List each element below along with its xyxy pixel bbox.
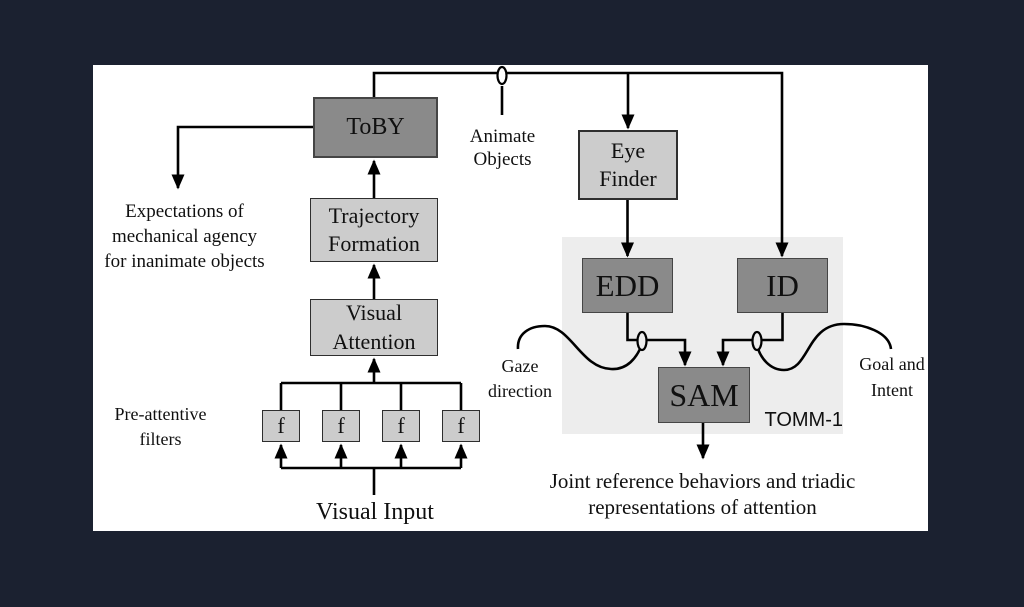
visual-input-label: Visual Input xyxy=(316,499,434,525)
trajectory-label-line1: Trajectory xyxy=(328,202,420,228)
goal-and-intent-line1: Goal and xyxy=(859,354,925,374)
trajectory-formation-box: Trajectory Formation xyxy=(310,198,438,262)
expectations-line2: mechanical agency xyxy=(111,226,258,247)
toby-box: ToBY xyxy=(313,97,438,158)
filter-label: f xyxy=(337,412,345,438)
arrow-edd-to-sam xyxy=(626,313,692,367)
pre-attentive-line1: Pre-attentive xyxy=(114,404,207,424)
gaze-direction-curve xyxy=(516,324,644,371)
goal-and-intent-label: Goal and Intent xyxy=(845,351,928,403)
animate-objects-loop xyxy=(496,65,508,86)
edd-label: EDD xyxy=(595,267,660,303)
sam-box: SAM xyxy=(658,367,750,423)
pre-attentive-filters-label: Pre-attentive filters xyxy=(103,402,218,452)
goal-and-intent-line2: Intent xyxy=(871,380,913,400)
filter-label: f xyxy=(397,412,405,438)
visual-attention-box: Visual Attention xyxy=(310,299,438,356)
id-box: ID xyxy=(737,258,828,313)
expectations-label: Expectations of mechanical agency for in… xyxy=(93,199,276,274)
eye-finder-label-line2: Finder xyxy=(599,166,657,191)
filter-label: f xyxy=(277,412,285,438)
output-caption-line1: Joint reference behaviors and triadic xyxy=(549,469,856,493)
visual-attention-label-line2: Attention xyxy=(332,328,416,354)
filter-box-4: f xyxy=(442,410,480,442)
filter-box-2: f xyxy=(322,410,360,442)
goal-junction-loop xyxy=(751,330,763,352)
sam-label: SAM xyxy=(669,376,739,413)
tomm-region-label: TOMM-1 xyxy=(764,409,843,431)
output-caption-label: Joint reference behaviors and triadic re… xyxy=(515,468,890,520)
filter-box-1: f xyxy=(262,410,300,442)
toby-label: ToBY xyxy=(346,114,405,141)
visual-attention-label-line1: Visual xyxy=(345,300,403,326)
goal-intent-curve xyxy=(755,322,893,372)
trajectory-label-line2: Formation xyxy=(328,231,420,256)
output-caption-line2: representations of attention xyxy=(588,495,817,519)
animate-objects-label: Animate Objects xyxy=(460,125,545,171)
filter-box-3: f xyxy=(382,410,420,442)
expectations-line3: for inanimate objects xyxy=(104,251,265,272)
filter-label: f xyxy=(457,412,465,438)
arrow-toby-to-id xyxy=(372,71,789,258)
gaze-direction-line1: Gaze xyxy=(501,356,539,376)
arrow-toby-to-expectations xyxy=(171,125,313,190)
animate-objects-line2: Objects xyxy=(473,149,532,170)
gaze-direction-label: Gaze direction xyxy=(476,354,564,404)
pre-attentive-line2: filters xyxy=(139,429,182,449)
gaze-direction-line2: direction xyxy=(488,381,552,401)
eye-finder-box: Eye Finder xyxy=(578,130,678,200)
eye-finder-label-line1: Eye xyxy=(610,137,646,163)
diagram-canvas: ToBY Trajectory Formation Visual Attenti… xyxy=(93,65,928,531)
expectations-line1: Expectations of xyxy=(125,201,244,222)
edd-box: EDD xyxy=(582,258,673,313)
id-label: ID xyxy=(766,267,799,303)
gaze-junction-loop xyxy=(636,330,648,352)
animate-objects-line1: Animate xyxy=(469,126,536,147)
